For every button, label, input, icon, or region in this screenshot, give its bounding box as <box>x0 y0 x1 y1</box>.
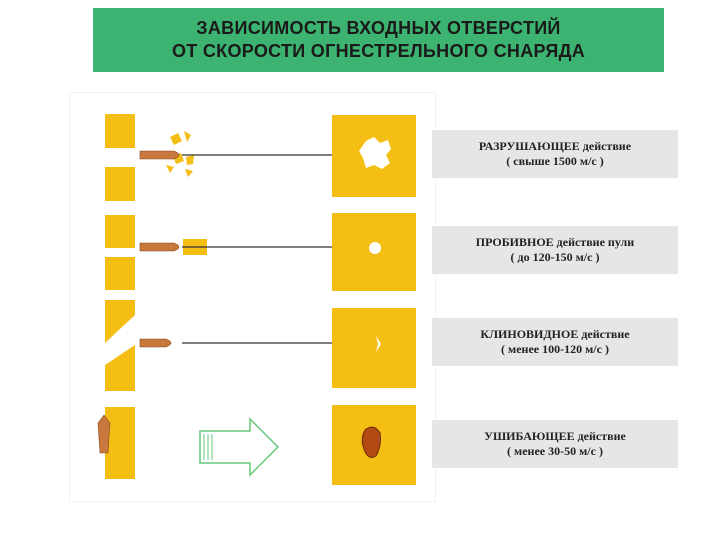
bullets <box>97 150 180 454</box>
diagram-figure <box>70 93 435 501</box>
left-barrier <box>105 114 135 479</box>
caption-box-2: ПРОБИВНОЕ действие пули ( до 120-150 м/с… <box>432 226 678 274</box>
arrow-icon <box>199 417 280 477</box>
fragment <box>170 133 182 145</box>
hole-1-shattered <box>359 137 391 169</box>
fragment <box>186 155 194 165</box>
caption-4-speed: ( менее 30-50 м/с ) <box>507 444 603 458</box>
bullet-4 <box>97 414 111 454</box>
barrier-piece-1b <box>105 167 135 201</box>
hole-2-round <box>369 242 381 254</box>
direction-arrow <box>199 417 280 477</box>
target-plate-3 <box>332 308 416 388</box>
target-plates <box>332 115 416 485</box>
barrier-piece-4 <box>105 407 135 479</box>
fragment <box>185 169 193 177</box>
title-line-1: ЗАВИСИМОСТЬ ВХОДНЫХ ОТВЕРСТИЙ <box>196 18 561 38</box>
bullet-2 <box>139 242 180 252</box>
fragment <box>166 165 174 173</box>
bullet-1 <box>139 150 180 160</box>
caption-1-speed: ( свыше 1500 м/с ) <box>506 154 604 168</box>
caption-3-speed: ( менее 100-120 м/с ) <box>501 342 609 356</box>
caption-box-3: КЛИНОВИДНОЕ действие ( менее 100-120 м/с… <box>432 318 678 366</box>
caption-2-title: ПРОБИВНОЕ действие пули <box>475 235 635 249</box>
caption-1-title: РАЗРУШАЮЩЕЕ действие <box>478 139 632 153</box>
barrier-wedge-bottom <box>105 345 135 391</box>
barrier-piece-2b <box>105 257 135 290</box>
hole-3-wedge <box>376 336 381 352</box>
barrier-piece-2a <box>105 215 135 248</box>
caption-box-1: РАЗРУШАЮЩЕЕ действие ( свыше 1500 м/с ) <box>432 130 678 178</box>
barrier-wedge-top <box>105 300 135 343</box>
bruise-4 <box>361 426 381 458</box>
bullet-3 <box>139 338 172 348</box>
caption-2-speed: ( до 120-150 м/с ) <box>510 250 600 264</box>
caption-3-title: КЛИНОВИДНОЕ действие <box>480 327 630 341</box>
fragment <box>184 131 191 142</box>
caption-box-4: УШИБАЮЩЕЕ действие ( менее 30-50 м/с ) <box>432 420 678 468</box>
barrier-piece-1a <box>105 114 135 148</box>
title-line-2: ОТ СКОРОСТИ ОГНЕСТРЕЛЬНОГО СНАРЯДА <box>171 41 586 61</box>
caption-4-title: УШИБАЮЩЕЕ действие <box>484 429 626 443</box>
title-banner: ЗАВИСИМОСТЬ ВХОДНЫХ ОТВЕРСТИЙ ОТ СКОРОСТ… <box>93 8 664 72</box>
diagram-svg <box>97 114 416 485</box>
row-1-fragments <box>166 131 194 177</box>
